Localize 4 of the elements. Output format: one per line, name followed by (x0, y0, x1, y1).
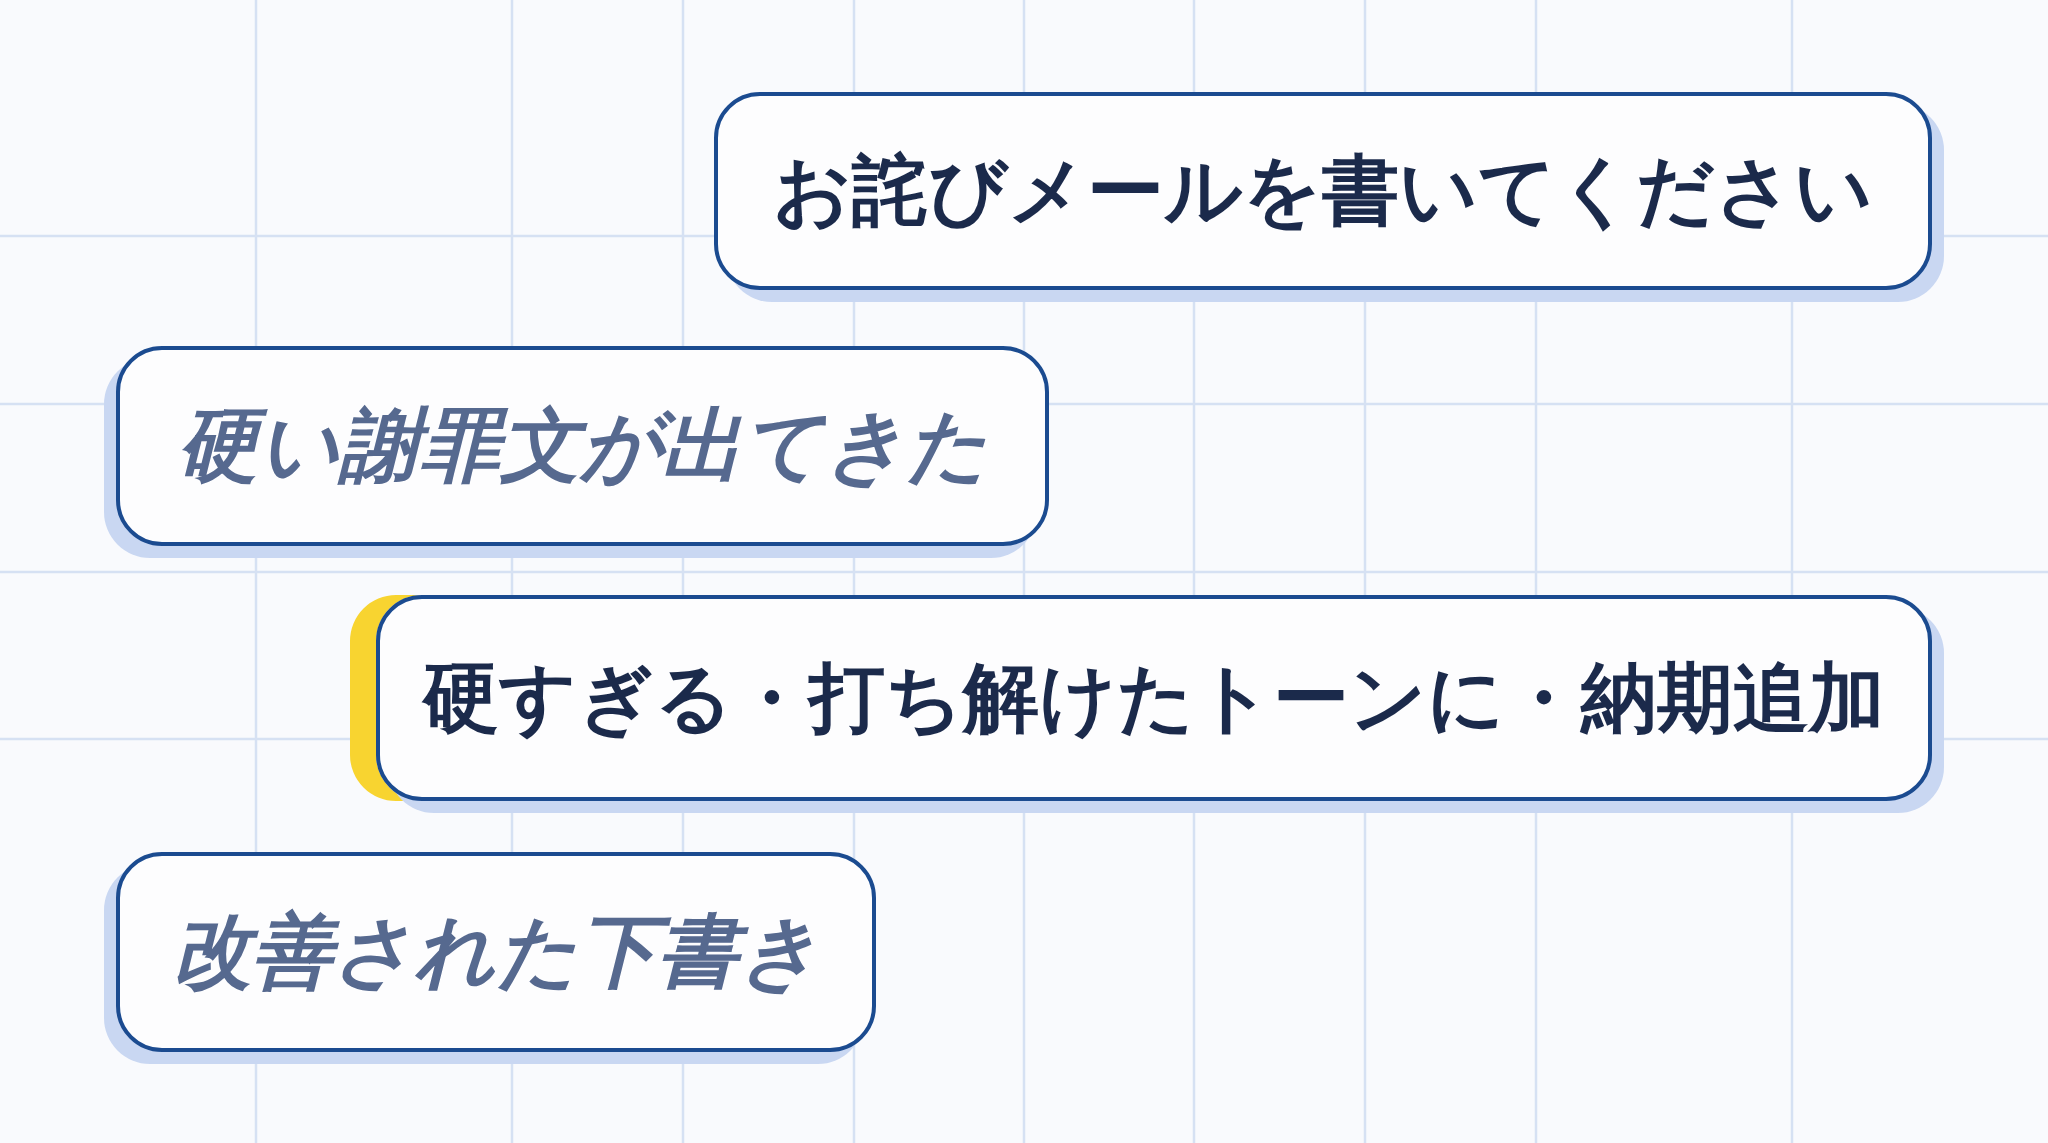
prompt-text: 硬すぎる・打ち解けたトーンに・納期追加 (423, 652, 1885, 744)
response-text: 改善された下書き (172, 904, 820, 1000)
response-text: 硬い謝罪文が出てきた (177, 398, 988, 494)
prompt-text: お詫びメールを書いてください (773, 144, 1873, 237)
